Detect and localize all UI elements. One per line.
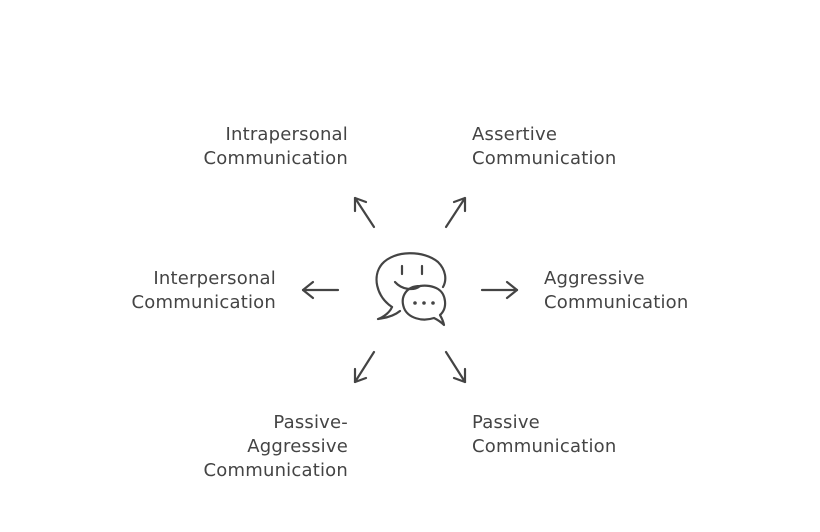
- node-passive-aggressive-line2: Aggressive: [247, 436, 348, 457]
- node-assertive: Assertive Communication: [472, 123, 616, 171]
- node-assertive-line2: Communication: [472, 148, 617, 169]
- node-assertive-line1: Assertive: [472, 124, 558, 145]
- node-interpersonal-line1: Interpersonal: [153, 268, 276, 289]
- node-intrapersonal-line2: Communication: [203, 148, 348, 169]
- node-intrapersonal: Intrapersonal Communication: [204, 123, 348, 171]
- node-aggressive-line2: Communication: [544, 292, 689, 313]
- node-passive-aggressive-line1: Passive-: [273, 412, 348, 433]
- ellipsis-dots: [413, 301, 435, 305]
- arrow-down-left-icon: [353, 350, 376, 384]
- node-intrapersonal-line1: Intrapersonal: [225, 124, 348, 145]
- arrow-left-icon: [301, 280, 340, 300]
- node-aggressive-line1: Aggressive: [544, 268, 645, 289]
- node-passive-aggressive: Passive- Aggressive Communication: [204, 411, 348, 483]
- arrow-up-right-icon: [444, 196, 467, 229]
- node-aggressive: Aggressive Communication: [544, 267, 688, 315]
- node-passive-aggressive-line3: Communication: [203, 460, 348, 481]
- node-interpersonal: Interpersonal Communication: [132, 267, 276, 315]
- arrow-right-icon: [480, 280, 519, 300]
- node-interpersonal-line2: Communication: [131, 292, 276, 313]
- node-passive-line1: Passive: [472, 412, 540, 433]
- node-passive-line2: Communication: [472, 436, 617, 457]
- node-passive: Passive Communication: [472, 411, 616, 459]
- arrow-down-right-icon: [444, 350, 467, 384]
- chat-bubbles-icon: [375, 252, 447, 327]
- arrow-up-left-icon: [353, 196, 376, 229]
